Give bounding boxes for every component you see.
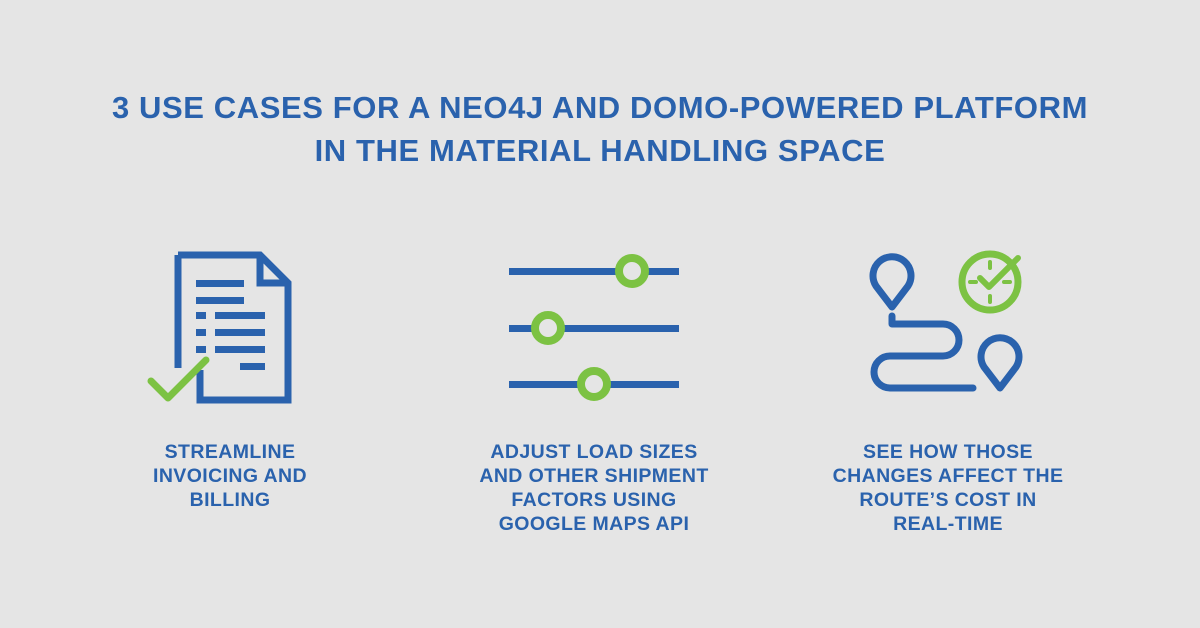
caption-line: BILLING	[189, 489, 271, 511]
caption-line: GOOGLE MAPS API	[498, 513, 690, 535]
caption-line: CHANGES AFFECT THE	[832, 465, 1064, 487]
use-case-card-load-sizes: ADJUST LOAD SIZES AND OTHER SHIPMENT FAC…	[414, 240, 774, 560]
title-line-1: 3 USE CASES FOR A NEO4J AND DOMO-POWERED…	[111, 90, 1089, 125]
caption-line: STREAMLINE	[164, 441, 296, 463]
caption-line: SEE HOW THOSE	[863, 441, 1033, 463]
caption-line: FACTORS USING	[511, 489, 677, 511]
caption-line: ROUTE’S COST IN	[859, 489, 1037, 511]
use-case-card-route-cost: SEE HOW THOSE CHANGES AFFECT THE ROUTE’S…	[768, 240, 1128, 560]
caption-line: AND OTHER SHIPMENT	[479, 465, 709, 487]
page-title: 3 USE CASES FOR A NEO4J AND DOMO-POWERED…	[0, 86, 1200, 172]
route-clock-icon	[869, 250, 1023, 392]
use-case-caption-invoicing: STREAMLINE INVOICING AND BILLING	[50, 440, 410, 512]
use-case-caption-load-sizes: ADJUST LOAD SIZES AND OTHER SHIPMENT FAC…	[414, 440, 774, 536]
use-case-card-invoicing: STREAMLINE INVOICING AND BILLING	[50, 240, 410, 560]
caption-line: ADJUST LOAD SIZES	[490, 441, 698, 463]
sliders-icon	[509, 254, 679, 401]
invoice-check-icon	[147, 251, 292, 404]
caption-line: REAL-TIME	[893, 513, 1003, 535]
use-case-caption-route-cost: SEE HOW THOSE CHANGES AFFECT THE ROUTE’S…	[768, 440, 1128, 536]
caption-line: INVOICING AND	[153, 465, 307, 487]
title-line-2: IN THE MATERIAL HANDLING SPACE	[314, 133, 886, 168]
